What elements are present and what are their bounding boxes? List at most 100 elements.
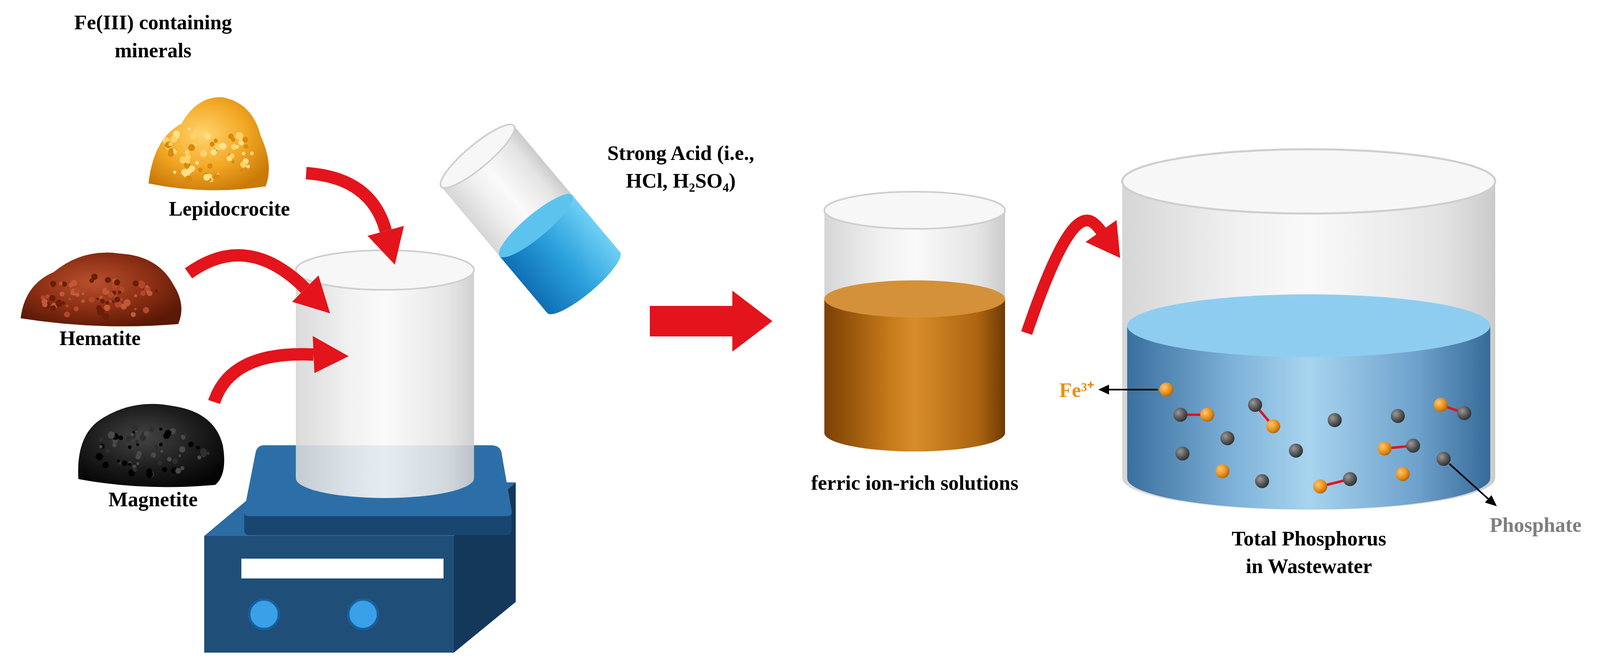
grain	[239, 169, 244, 173]
grain	[118, 435, 123, 441]
grain	[199, 133, 203, 137]
grain	[240, 161, 247, 168]
grain	[157, 460, 162, 466]
grain	[213, 138, 218, 143]
grain	[125, 436, 132, 443]
grain	[142, 307, 150, 314]
grain	[102, 313, 110, 321]
hematite-pile	[20, 252, 182, 327]
grain	[128, 462, 132, 467]
grain	[92, 287, 97, 292]
grain	[134, 308, 137, 311]
species-label: Phosphate	[1489, 511, 1582, 540]
grain	[45, 294, 50, 300]
magnetite-pile	[77, 404, 225, 488]
grain	[167, 457, 172, 462]
plate-base-front	[204, 536, 454, 654]
grain	[102, 287, 110, 295]
acid-surface	[492, 186, 580, 266]
grain	[105, 301, 110, 305]
grain	[155, 454, 161, 460]
ion-particles	[1159, 382, 1472, 494]
grain	[168, 142, 173, 147]
grain	[181, 435, 185, 439]
grain	[58, 282, 63, 286]
ferric-beaker	[824, 191, 1006, 452]
grain	[111, 300, 115, 303]
grain	[131, 424, 139, 432]
beaker-rim	[433, 116, 522, 196]
grain	[231, 160, 235, 164]
node-label: Magnetite	[108, 486, 199, 515]
grain	[184, 175, 193, 184]
grain	[146, 468, 153, 475]
grain	[132, 280, 140, 287]
phosphate-dot	[1255, 474, 1270, 489]
phosphate-dot	[1342, 472, 1357, 487]
grain	[121, 460, 128, 467]
grain	[104, 277, 111, 284]
grain	[242, 136, 249, 143]
grain	[168, 148, 174, 154]
grain	[216, 174, 220, 179]
grain	[81, 299, 85, 304]
grain	[149, 427, 155, 433]
grain	[136, 462, 140, 466]
grain	[114, 297, 121, 303]
phosphate-dot	[1327, 413, 1342, 428]
grain	[250, 151, 254, 156]
grain	[187, 127, 191, 130]
grain	[179, 446, 186, 454]
ferric-ion-dot	[1377, 441, 1392, 456]
grain	[65, 304, 69, 308]
node-label: Lepidocrocite	[168, 195, 290, 224]
grain	[206, 451, 210, 456]
ferric-ion-dot	[1266, 419, 1281, 434]
grain	[159, 443, 163, 447]
grain	[159, 428, 163, 432]
grain	[130, 433, 135, 437]
grain	[188, 165, 196, 173]
grain	[88, 296, 95, 303]
leader-head	[1484, 495, 1497, 507]
grain	[130, 312, 136, 318]
grain	[99, 445, 103, 449]
feed-arrow-head	[367, 226, 404, 265]
grain	[189, 132, 197, 140]
node-label: Total Phosphorus in Wastewater	[1222, 525, 1396, 581]
grain	[235, 145, 239, 149]
grain	[188, 144, 196, 152]
grain	[194, 129, 198, 133]
grain	[75, 292, 80, 298]
grain	[165, 438, 170, 444]
grain	[175, 468, 182, 475]
ferric-ion-dot	[1215, 464, 1230, 479]
grain	[102, 462, 109, 469]
plate-knob	[348, 599, 378, 630]
grain	[55, 299, 63, 307]
phosphate-dot	[1288, 443, 1303, 458]
grain	[49, 280, 57, 288]
wastewater-tank	[1122, 149, 1496, 511]
grain	[41, 298, 48, 305]
grain	[136, 451, 142, 457]
grain	[123, 299, 131, 307]
feed-arrow-shaft	[306, 173, 386, 232]
lepidocrocite-pile	[148, 97, 270, 191]
grain	[63, 311, 71, 319]
mineral-pile: Lepidocrocite	[144, 92, 315, 230]
wastewater-tank: Total Phosphorus in Wastewater	[1120, 148, 1498, 588]
grain	[59, 291, 65, 297]
grain	[134, 439, 139, 444]
ferric-surface	[824, 280, 1006, 318]
tank-rim	[1122, 149, 1496, 214]
grain	[112, 443, 117, 448]
grain	[70, 280, 78, 287]
grain	[160, 450, 164, 454]
flow-arrow	[1026, 220, 1121, 334]
grain	[134, 294, 137, 298]
plate-knob	[249, 599, 279, 630]
grain	[127, 445, 132, 450]
grain	[170, 135, 178, 143]
grain	[105, 448, 111, 454]
